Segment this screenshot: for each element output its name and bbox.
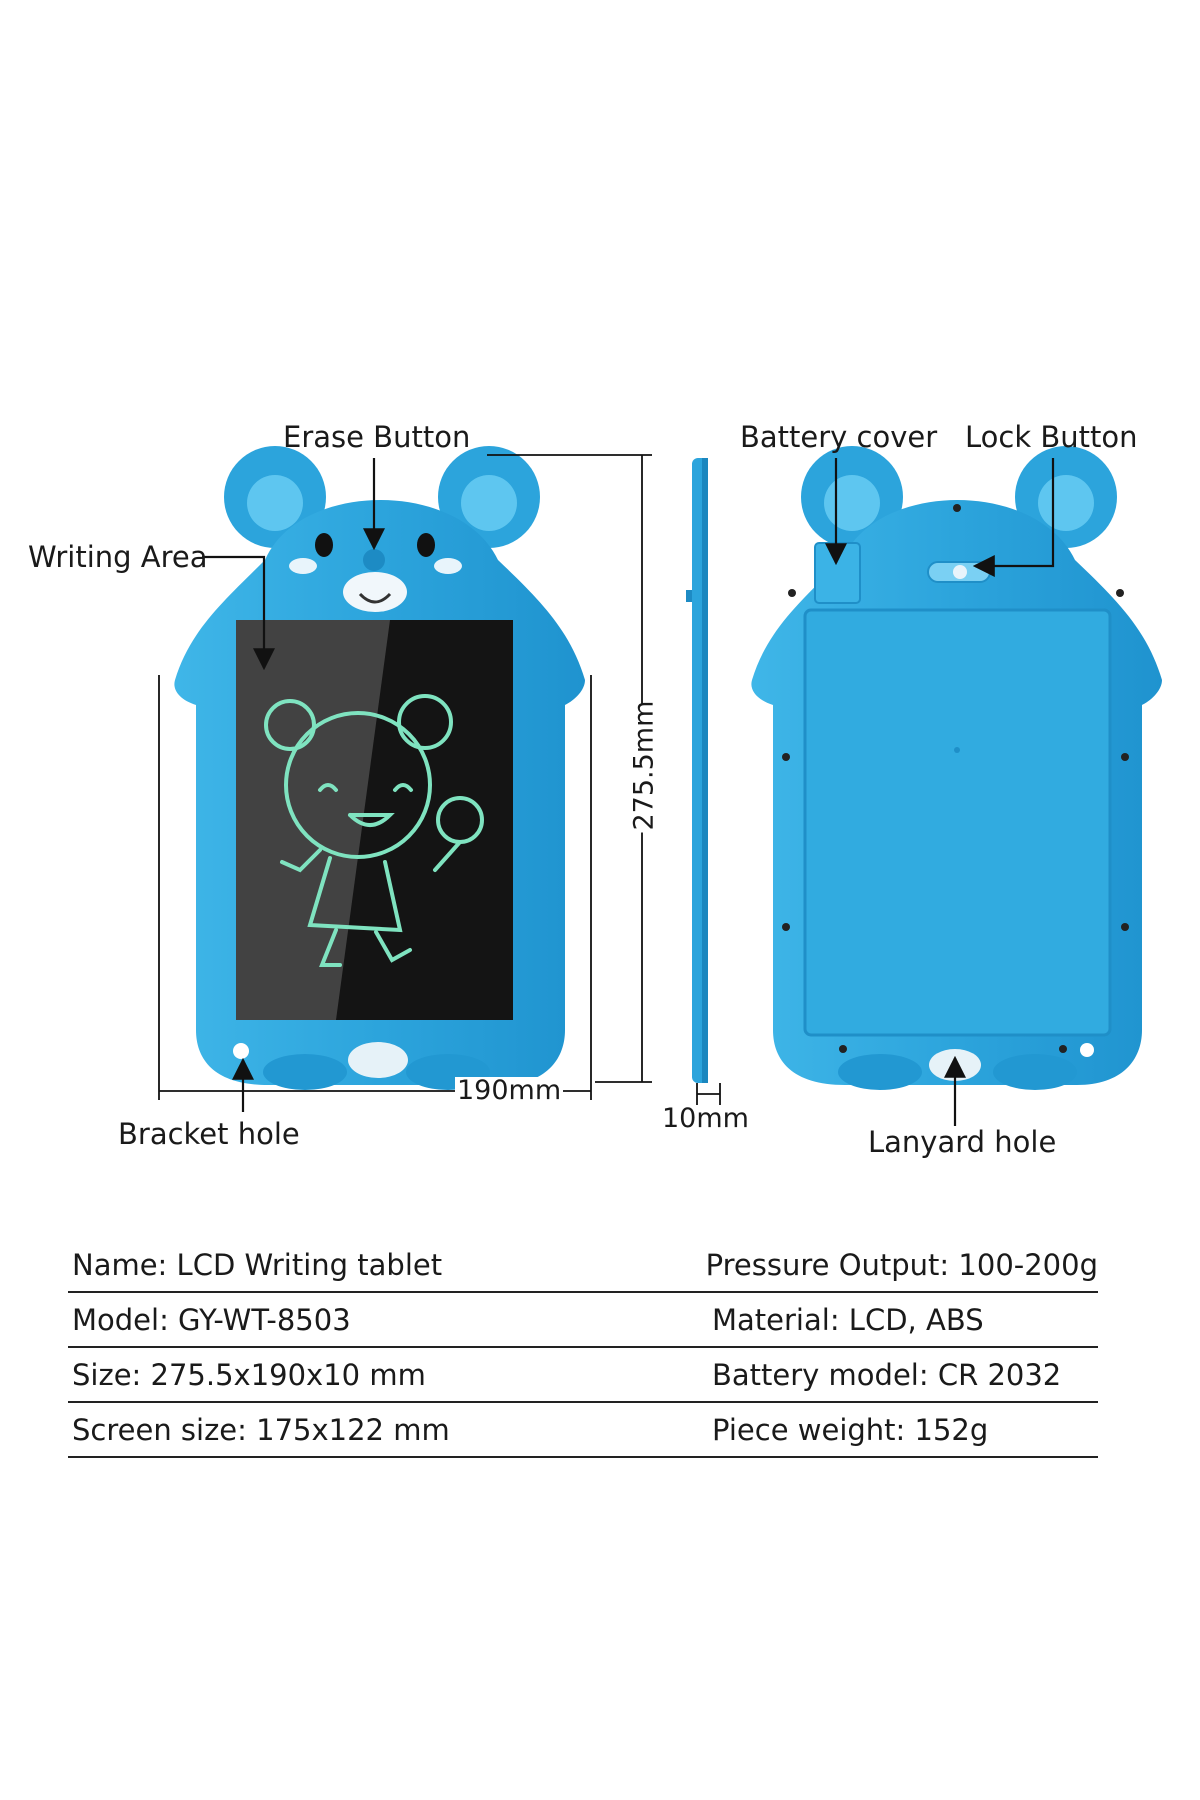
back-panel [803, 608, 1112, 1037]
back-left-foot [838, 1054, 922, 1090]
battery-cover-shape [814, 542, 861, 604]
spec-row: Screen size: 175x122 mm Piece weight: 15… [68, 1403, 1098, 1458]
callout-lines [202, 458, 1055, 1126]
back-right-ear-inner [1038, 475, 1094, 531]
right-ear-inner [461, 475, 517, 531]
right-cheek [434, 558, 462, 574]
spec-left: Size: 275.5x190x10 mm [72, 1358, 426, 1392]
height-dimension-label: 275.5mm [628, 700, 660, 833]
spec-left: Name: LCD Writing tablet [72, 1248, 443, 1282]
spec-right: Material: LCD, ABS [712, 1303, 984, 1337]
front-view [174, 446, 585, 1090]
spec-row: Model: GY-WT-8503 Material: LCD, ABS [68, 1293, 1098, 1348]
writing-area-label: Writing Area [28, 540, 208, 574]
back-hole-dot [1080, 1043, 1094, 1057]
back-right-foot [993, 1054, 1077, 1090]
side-shade [702, 458, 708, 1083]
side-nub [686, 590, 692, 602]
left-eye [315, 533, 333, 557]
spec-right: Pressure Output: 100-200g [705, 1248, 1098, 1282]
side-view [686, 458, 708, 1083]
erase-button-icon[interactable] [363, 549, 385, 571]
lock-knob [953, 565, 967, 579]
left-ear-inner [247, 475, 303, 531]
erase-button-label: Erase Button [283, 420, 471, 454]
spec-right: Battery model: CR 2032 [712, 1358, 1062, 1392]
stylus-tail [348, 1042, 408, 1078]
spec-right: Piece weight: 152g [712, 1413, 989, 1447]
back-left-ear-inner [824, 475, 880, 531]
right-eye [417, 533, 435, 557]
muzzle [343, 572, 407, 612]
spec-row: Size: 275.5x190x10 mm Battery model: CR … [68, 1348, 1098, 1403]
screen-glare [236, 620, 390, 1020]
lock-button-label: Lock Button [965, 420, 1138, 454]
bracket-hole-label: Bracket hole [118, 1117, 300, 1151]
width-dimension-label: 190mm [455, 1075, 564, 1106]
girl-drawing [264, 694, 484, 967]
battery-cover-label: Battery cover [740, 420, 938, 454]
thickness-dimension-label: 10mm [660, 1103, 751, 1134]
spec-table: Name: LCD Writing tablet Pressure Output… [68, 1238, 1098, 1458]
back-view [751, 446, 1162, 1090]
mouth [358, 592, 392, 604]
spec-left: Model: GY-WT-8503 [72, 1303, 351, 1337]
left-foot [263, 1054, 347, 1090]
left-cheek [289, 558, 317, 574]
center-dot [954, 747, 960, 753]
spec-row: Name: LCD Writing tablet Pressure Output… [68, 1238, 1098, 1293]
lanyard-hole-label: Lanyard hole [868, 1125, 1057, 1159]
bracket-hole-dot [233, 1043, 249, 1059]
screws [782, 504, 1129, 1053]
spec-left: Screen size: 175x122 mm [72, 1413, 450, 1447]
